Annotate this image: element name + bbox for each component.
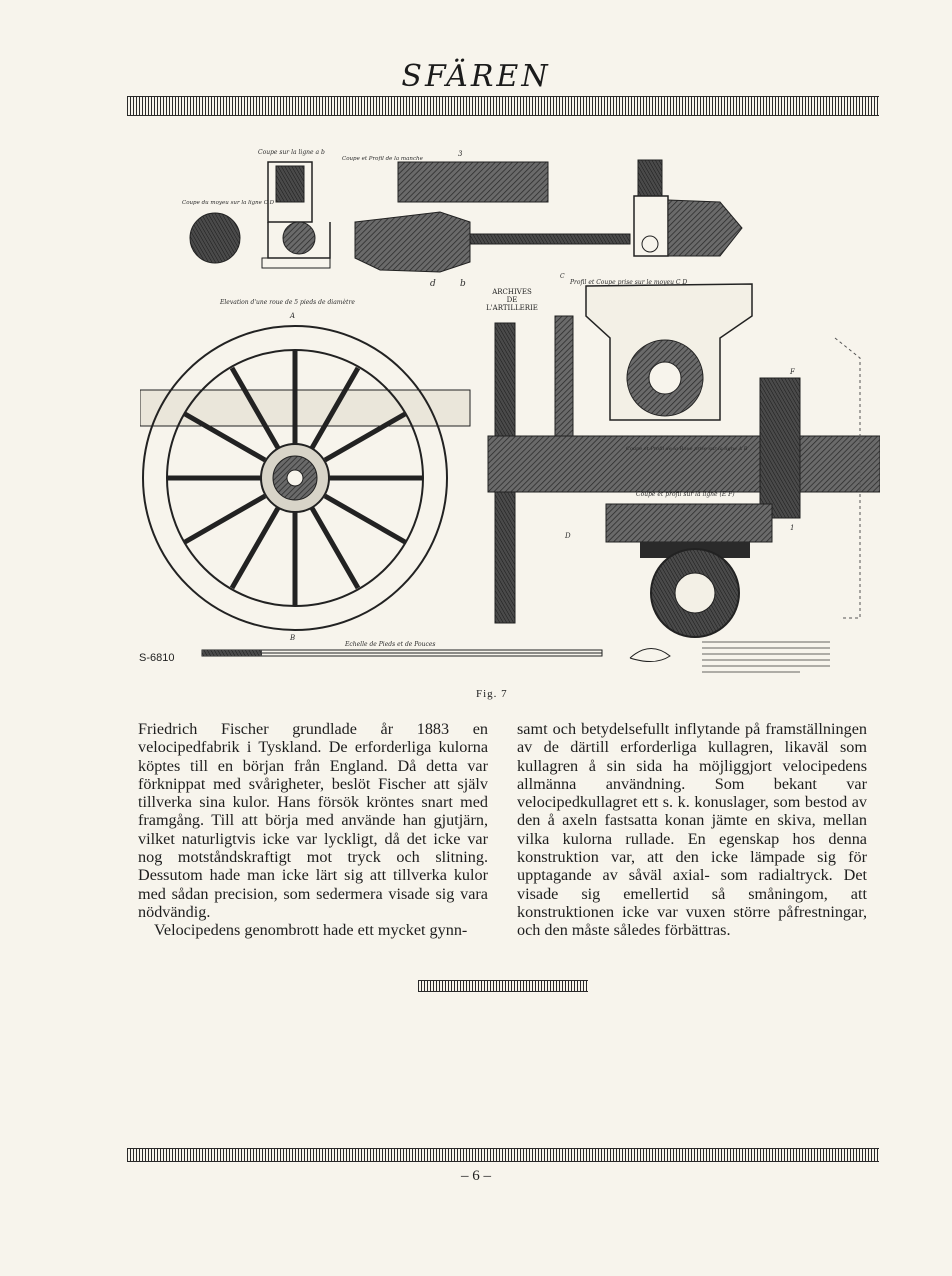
wheel-drawing-svg: Coupe sur la ligne a b Coupe du moyeu su… [140,149,880,673]
section-divider [418,980,588,992]
label-elevation: Elevation d'une roue de 5 pieds de diamè… [219,299,355,306]
label-echelle: Echelle de Pieds et de Pouces [344,641,436,648]
letter-B: B [289,634,295,642]
letter-D: D [564,532,571,540]
label-coupe-roue-ab: Coupe et Profil de la Roue prise sur la … [626,446,748,452]
paragraph: Velocipedens genombrott hade ett mycket … [154,921,468,940]
letter-b: b [460,279,466,289]
letter-F: 1 [790,524,794,532]
stamp-line-2: DE [507,296,518,304]
article-column-right: samt och betydelsefullt inflytande på fr… [517,720,867,940]
stamp-line-3: L'ARTILLERIE [486,304,538,312]
figure-caption: Fig. 7 [476,688,508,700]
axle-elevation: 3 d b [354,150,743,289]
letter-d: d [430,279,436,289]
masthead-rule [127,96,879,116]
label-coupe-ef: Coupe et profil sur la ligne (E F) [636,491,735,498]
footer-rule [127,1148,879,1162]
stamp-line-1: ARCHIVES [491,288,532,296]
paragraph: Friedrich Fischer grundlade år 1883 en v… [138,720,488,921]
note-block [702,641,830,673]
letter-E: F [789,368,796,376]
label-coupe-ab: Coupe sur la ligne a b [258,149,325,156]
letter-3: 3 [458,150,463,158]
paragraph: samt och betydelsefullt inflytande på fr… [517,720,867,940]
section-ab [189,161,331,269]
article-column-left: Friedrich Fischer grundlade år 1883 en v… [138,720,488,940]
plate-id: S-6810 [139,652,175,664]
page-number: – 6 – [461,1168,491,1184]
letter-C: C [560,273,565,280]
label-coupe-moyeu-cd: Coupe du moyeu sur la ligne C D [182,200,275,206]
engineering-drawing: Coupe sur la ligne a b Coupe du moyeu su… [140,138,880,683]
signature-mark [629,648,671,662]
masthead-title: SFÄREN [401,59,551,94]
wheel-elevation: Elevation d'une roue de 5 pieds de diamè… [140,299,471,642]
letter-A: A [289,312,295,320]
archive-stamp: ARCHIVES DE L'ARTILLERIE [486,288,538,312]
scale-bar: Echelle de Pieds et de Pouces [201,641,603,657]
hub-section: C Profil et Coupe prise sur le moyeu C D… [487,273,880,638]
label-coupe-profil-manche: Coupe et Profil de la manche [342,156,424,162]
label-profil-moyeu-cd: Profil et Coupe prise sur le moyeu C D [569,279,687,286]
